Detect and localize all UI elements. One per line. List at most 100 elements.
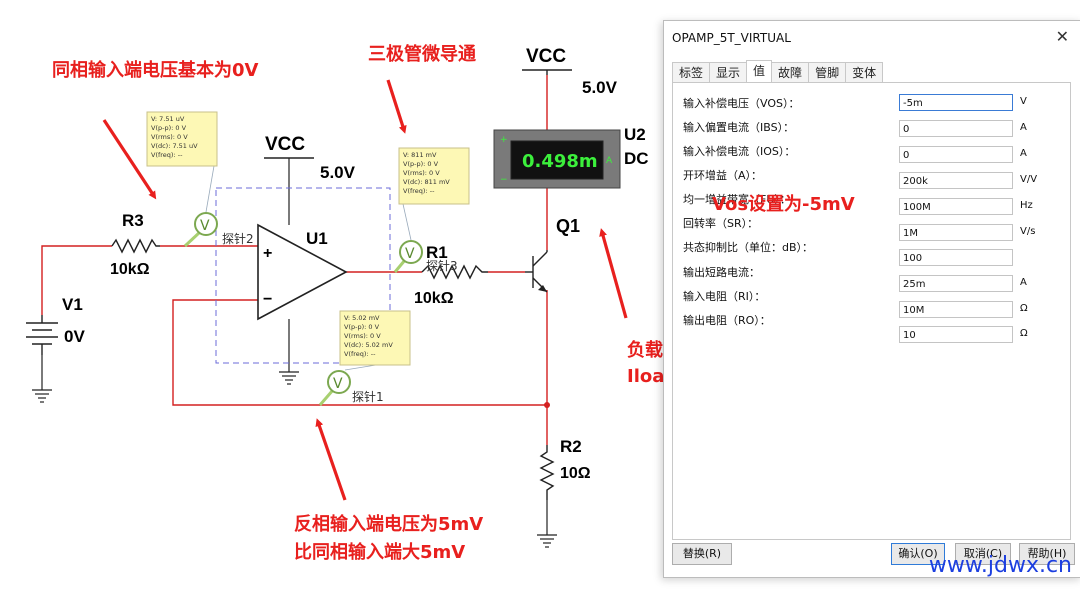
opamp-dashed-box — [215, 187, 391, 364]
param-label-vos: 输入补偿电压（VOS）： — [683, 97, 800, 110]
probe1-readout-line: V(freq): -- — [344, 350, 376, 358]
r3-value-label: 10kΩ — [110, 261, 150, 278]
param-input-sr[interactable]: 1M — [899, 224, 1013, 241]
probe3-readout-line: V: 811 mV — [403, 151, 437, 159]
r2-resistor — [539, 445, 555, 500]
wire-junction — [544, 402, 550, 408]
annotation-vos-set: Vos设置为-5mV — [712, 194, 855, 215]
q1-emitter-arrow — [538, 285, 547, 292]
vcc-left-label: VCC — [265, 134, 305, 155]
v1-value-label: 0V — [64, 327, 85, 346]
close-icon[interactable]: ✕ — [1055, 27, 1069, 46]
param-input-gain[interactable]: 200k — [899, 172, 1013, 189]
param-unit-ri: Ω — [1020, 303, 1028, 314]
probe2-readout-line: V(p-p): 0 V — [151, 124, 187, 132]
replace-button[interactable]: 替换(R) — [672, 543, 732, 565]
dialog-value-panel: 输入补偿电压（VOS）： -5m V 输入偏置电流（IBS）： 0 A 输入补偿… — [672, 82, 1071, 540]
probe3-readout-line: V(freq): -- — [403, 187, 435, 195]
param-input-cmrr[interactable]: 100 — [899, 249, 1013, 266]
cancel-button[interactable]: 取消(C) — [955, 543, 1011, 565]
param-input-ri[interactable]: 10M — [899, 301, 1013, 318]
u2-mode-label: DC — [624, 149, 649, 168]
opamp-minus-sign: − — [263, 291, 272, 308]
annotation-noninv-input: 同相输入端电压基本为0V — [52, 59, 259, 81]
probe3[interactable]: V 探针3 V: 811 mV V(p-p): 0 V V(rms): 0 V … — [393, 147, 470, 273]
param-label-isc: 输出短路电流： — [683, 266, 760, 279]
annotation-transistor-on: 三极管微导通 — [368, 43, 476, 65]
v1-battery-symbol — [26, 315, 58, 355]
black-wires — [41, 158, 548, 535]
annotation-inv-input-2: 比同相输入端大5mV — [294, 541, 465, 563]
probe1-name: 探针1 — [352, 389, 384, 404]
probe2-readout-line: V: 7.51 uV — [151, 115, 185, 123]
ammeter-reading: 0.498m — [522, 151, 598, 172]
ammeter-minus-terminal: − — [500, 175, 508, 185]
r2-value-label: 10Ω — [560, 465, 591, 482]
param-label-sr: 回转率（SR）： — [683, 217, 759, 230]
ammeter-plus-terminal: + — [500, 135, 508, 145]
probe1-readout-line: V(rms): 0 V — [344, 332, 381, 340]
probe3-icon-letter: V — [405, 246, 415, 262]
vcc-right-value: 5.0V — [582, 78, 618, 97]
tab-fault[interactable]: 故障 — [771, 62, 810, 82]
tab-pins[interactable]: 管脚 — [808, 62, 847, 82]
ok-button[interactable]: 确认(O) — [891, 543, 945, 565]
probe1-readout-line: V(p-p): 0 V — [344, 323, 380, 331]
r1-ref-label: R1 — [426, 243, 448, 262]
probe3-readout-box — [398, 147, 470, 205]
dialog-tab-bar: 标签 显示 值 故障 管脚 变体 — [672, 60, 884, 82]
properties-dialog: OPAMP_5T_VIRTUAL ✕ 标签 显示 值 故障 管脚 变体 输入补偿… — [663, 20, 1080, 578]
param-input-ibs[interactable]: 0 — [899, 120, 1013, 137]
probe2-readout-line: V(rms): 0 V — [151, 133, 188, 141]
param-label-ios: 输入补偿电流（IOS）： — [683, 145, 796, 158]
param-unit-ios: A — [1020, 148, 1027, 159]
probe2-icon-letter: V — [200, 218, 210, 234]
v1-ref-label: V1 — [62, 295, 83, 314]
r2-ref-label: R2 — [560, 437, 582, 456]
probe3-readout-line: V(rms): 0 V — [403, 169, 440, 177]
param-label-ri: 输入电阻（RI）： — [683, 290, 766, 303]
tab-display[interactable]: 显示 — [709, 62, 748, 82]
probe1-readout-line: V: 5.02 mV — [344, 314, 380, 322]
probe3-name: 探针3 — [426, 258, 458, 273]
r3-resistor — [111, 238, 160, 254]
param-unit-gain: V/V — [1020, 174, 1038, 185]
tab-label[interactable]: 标签 — [672, 62, 711, 82]
probe3-readout-line: V(p-p): 0 V — [403, 160, 439, 168]
probe3-readout-line: V(dc): 811 mV — [403, 178, 450, 186]
probe2-readout-line: V(dc): 7.51 uV — [151, 142, 198, 150]
param-input-ro[interactable]: 10 — [899, 326, 1013, 343]
vcc-right-label: VCC — [526, 46, 566, 67]
dialog-title: OPAMP_5T_VIRTUAL — [672, 31, 791, 45]
param-unit-sr: V/s — [1020, 226, 1036, 237]
param-label-gain: 开环增益（A）： — [683, 169, 763, 182]
probe1[interactable]: V 探针1 V: 5.02 mV V(p-p): 0 V V(rms): 0 V… — [318, 310, 411, 406]
r1-value-label: 10kΩ — [414, 290, 454, 307]
param-unit-ibs: A — [1020, 122, 1027, 133]
tab-value[interactable]: 值 — [746, 60, 773, 82]
probe2[interactable]: V 探针2 V: 7.51 uV V(p-p): 0 V V(rms): 0 V… — [146, 111, 254, 248]
annotation-inv-input-1: 反相输入端电压为5mV — [294, 513, 483, 535]
probe2-readout-box — [146, 111, 218, 167]
ammeter-unit: A — [606, 156, 613, 166]
param-input-fu[interactable]: 100M — [899, 198, 1013, 215]
param-input-isc[interactable]: 25m — [899, 275, 1013, 292]
tab-variant[interactable]: 变体 — [845, 62, 884, 82]
param-input-ios[interactable]: 0 — [899, 146, 1013, 163]
r3-ref-label: R3 — [122, 211, 144, 230]
param-label-cmrr: 共态抑制比（单位：dB）： — [683, 241, 814, 254]
q1-ref-label: Q1 — [556, 216, 580, 236]
probe2-name: 探针2 — [222, 231, 254, 246]
opamp-plus-sign: + — [263, 245, 272, 262]
param-label-ro: 输出电阻（RO）： — [683, 314, 771, 327]
probe1-readout-box — [339, 310, 411, 366]
ground-symbol-r2 — [537, 534, 557, 548]
param-unit-isc: A — [1020, 277, 1027, 288]
u2-ref-label: U2 — [624, 125, 646, 144]
probe2-readout-line: V(freq): -- — [151, 151, 183, 159]
opamp-ref-label: U1 — [306, 229, 328, 248]
param-input-vos[interactable]: -5m — [899, 94, 1013, 111]
param-unit-ro: Ω — [1020, 328, 1028, 339]
help-button[interactable]: 帮助(H) — [1019, 543, 1075, 565]
